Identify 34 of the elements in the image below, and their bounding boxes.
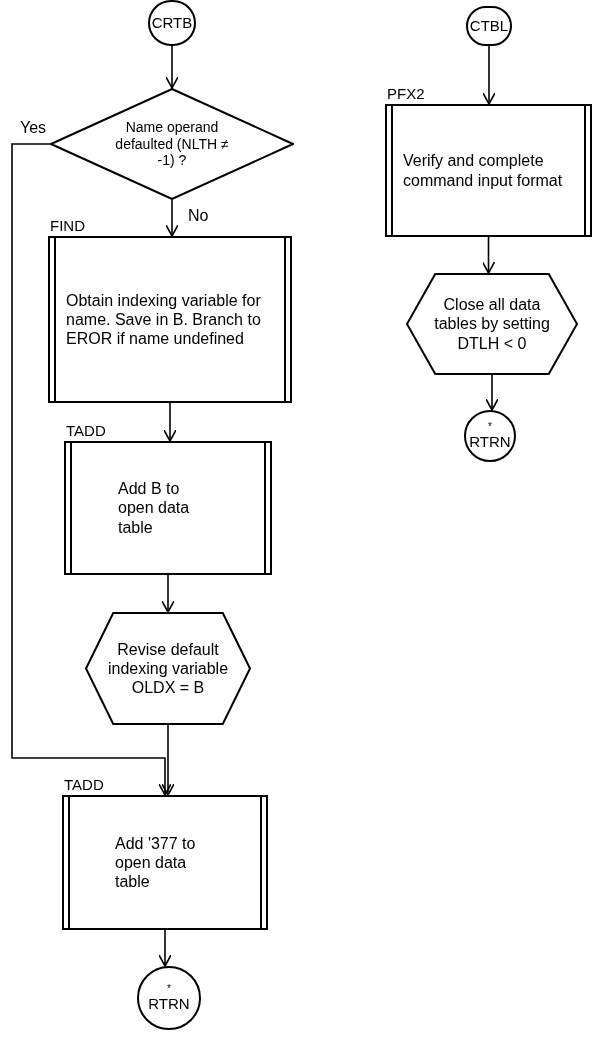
flow-arrow: [482, 45, 496, 105]
subroutine-label: TADD: [66, 423, 106, 438]
flow-arrow: [161, 724, 175, 796]
flow-arrow: [158, 929, 172, 967]
flow-arrow: [165, 199, 179, 237]
node-text: CRTB: [151, 14, 193, 32]
node-text: Add '377 to open data table: [115, 833, 197, 892]
decision-diamond: [50, 88, 294, 200]
predefined-process-box: [64, 441, 272, 575]
node-text: *: [167, 983, 171, 995]
node-text: RTRN: [469, 433, 511, 451]
node-text: Revise default indexing variable OLDX = B: [106, 639, 230, 698]
node-text: Obtain indexing variable for name. Save in B. Branch to EROR if name undefined: [65, 290, 262, 349]
subroutine-label: TADD: [64, 777, 104, 792]
flow-arrow: [165, 45, 179, 89]
predefined-process-box: [385, 104, 592, 237]
subroutine-label: PFX2: [387, 86, 425, 101]
preparation-hexagon: [85, 612, 251, 725]
flow-arrow: [161, 574, 175, 613]
node-text: CTBL: [469, 17, 509, 35]
preparation-hexagon: [406, 273, 578, 375]
node-text: Name operand defaulted (NLTH ≠ -1) ?: [114, 118, 230, 170]
subroutine-label: FIND: [50, 218, 85, 233]
node-text: Verify and complete command input format: [402, 151, 564, 190]
flow-arrow: [163, 402, 177, 442]
flow-arrow: [481, 236, 496, 274]
predefined-process-box: [48, 236, 292, 403]
node-text: Add B to open data table: [118, 479, 191, 537]
predefined-process-box: [62, 795, 268, 930]
flow-arrow: [485, 374, 499, 411]
node-text: Close all data tables by setting DTLH < 0: [433, 295, 551, 353]
flow-arrow: [11, 143, 172, 796]
node-text: *: [488, 421, 492, 433]
node-text: RTRN: [148, 995, 190, 1013]
